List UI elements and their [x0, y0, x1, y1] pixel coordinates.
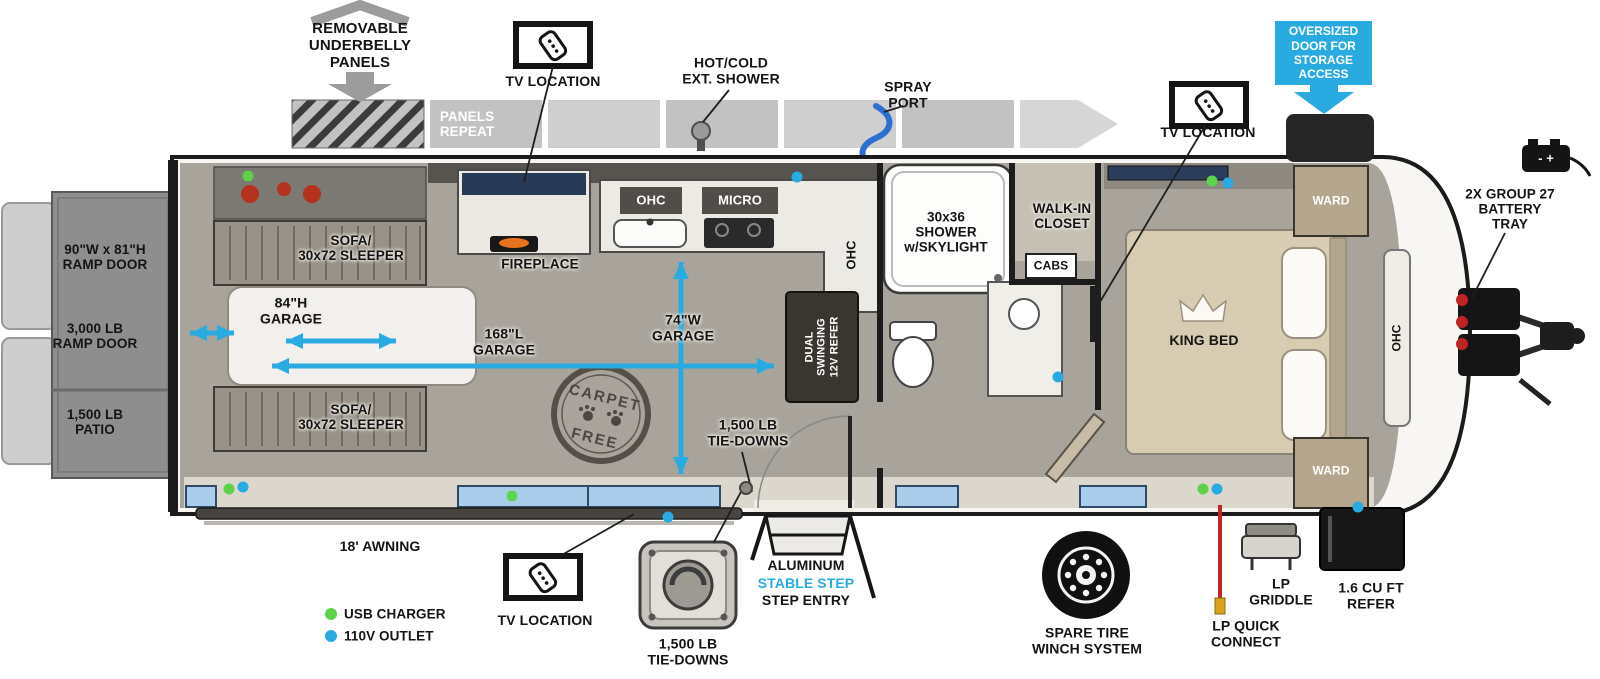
label-sofa-bottom: SOFA/ 30x72 SLEEPER — [298, 401, 404, 432]
label-spray-port: SPRAY PORT — [884, 78, 932, 110]
label-ohc-bed: OHC — [1389, 324, 1404, 352]
usb-legend-dot — [325, 608, 337, 620]
label-tv-location-3: TV LOCATION — [497, 612, 593, 629]
label-shower: 30x36 SHOWER w/SKYLIGHT — [904, 209, 988, 255]
bathroom — [877, 163, 1106, 508]
windows — [185, 485, 1147, 508]
pillow — [1281, 349, 1327, 441]
label-lp-quick-connect: LP QUICK CONNECT — [1211, 617, 1281, 649]
tongue-battery-tray — [1456, 288, 1585, 406]
entry-door — [754, 415, 854, 512]
label-battery-tray: 2X GROUP 27 BATTERY TRAY — [1465, 186, 1555, 232]
label-cabs: CABS — [1033, 258, 1069, 273]
label-garage-height: 84"H GARAGE — [259, 294, 323, 326]
outlet-legend-dot — [325, 630, 337, 642]
oversized-door-callout: OVERSIZED DOOR FOR STORAGE ACCESS — [1275, 21, 1372, 85]
label-sofa-top: SOFA/ 30x72 SLEEPER — [298, 232, 404, 263]
front-storage-box — [1286, 114, 1374, 162]
patio-ramp-door — [1, 191, 175, 479]
wardrobe-bottom — [1293, 437, 1369, 509]
cabs-box — [1025, 253, 1077, 279]
battery-icon — [1522, 139, 1592, 177]
label-micro: MICRO — [718, 192, 762, 208]
label-walk-in-closet: WALK-IN CLOSET — [1032, 200, 1092, 231]
label-step-stable: STABLE STEP — [757, 575, 855, 592]
label-underbelly-panels: REMOVABLE UNDERBELLY PANELS — [308, 19, 412, 71]
toilet — [892, 336, 934, 388]
down-arrow-icon — [328, 72, 392, 102]
bedroom-tv-mount — [1090, 286, 1100, 342]
dimension-arrows — [190, 262, 774, 474]
label-fireplace: FIREPLACE — [501, 256, 579, 272]
label-king-bed: KING BED — [1169, 332, 1239, 349]
leader-lines — [523, 65, 1506, 557]
tv-icon-3 — [503, 553, 583, 601]
label-lp-griddle: LP GRIDDLE — [1249, 575, 1313, 607]
tv-icon-1 — [513, 21, 593, 69]
crown-icon — [1178, 293, 1228, 322]
label-tv-location-2: TV LOCATION — [1160, 124, 1256, 141]
label-tie-downs-floor: 1,500 LB TIE-DOWNS — [707, 416, 789, 448]
label-ohc-side: OHC — [843, 240, 859, 270]
label-step-aluminum: ALUMINUM — [767, 557, 845, 574]
label-usb-charger: USB CHARGER — [344, 606, 446, 622]
steps-icon — [750, 514, 876, 599]
sofa-bottom — [213, 386, 427, 452]
label-ward-bottom: WARD — [1312, 463, 1350, 478]
lp-griddle-icon — [1241, 523, 1301, 570]
ohc-cabinet-bed — [1383, 249, 1411, 427]
label-spare-tire: SPARE TIRE WINCH SYSTEM — [1031, 624, 1143, 656]
microwave-cabinet — [702, 187, 778, 214]
bedroom — [1090, 163, 1411, 509]
label-battery-terminals: - + — [1538, 150, 1554, 166]
outlet-110v-dots — [237, 171, 1364, 642]
label-patio: 1,500 LB PATIO — [66, 406, 124, 437]
tv-icon-2 — [1169, 81, 1249, 129]
label-refer: DUAL SWINGING 12V REFER — [803, 316, 841, 378]
lp-line — [1214, 505, 1226, 615]
label-ohc-kitchen: OHC — [636, 192, 666, 208]
oversized-door-text: OVERSIZED DOOR FOR STORAGE ACCESS — [1288, 24, 1359, 82]
floor-tie-down-plate — [739, 481, 753, 495]
ohc-cabinet — [620, 187, 682, 214]
label-tie-downs-bottom: 1,500 LB TIE-DOWNS — [647, 635, 729, 667]
label-small-refer: 1.6 CU FT REFER — [1338, 579, 1404, 611]
bath-walls — [877, 163, 1101, 508]
chevron-up-icon — [310, 0, 410, 27]
usb-charger-dots — [223, 170, 1218, 620]
spare-tire-icon — [1042, 531, 1130, 619]
oversized-door-arrow-icon — [1294, 84, 1354, 114]
label-garage-length: 168"L GARAGE — [472, 325, 536, 357]
label-tv-location-1: TV LOCATION — [505, 73, 601, 90]
label-ward-top: WARD — [1312, 193, 1350, 208]
wardrobe-top — [1293, 165, 1369, 237]
label-ramp-door-weight: 3,000 LB RAMP DOOR — [52, 320, 138, 351]
underbelly-panels-strip — [291, 99, 1118, 149]
pillow — [1281, 247, 1327, 339]
tie-down-icon — [638, 540, 738, 630]
cooktop — [704, 218, 774, 248]
label-ext-shower: HOT/COLD EXT. SHOWER — [682, 54, 780, 86]
refer-12v — [785, 291, 859, 403]
small-refer-icon — [1319, 507, 1405, 571]
label-panels-repeat: PANELS REPEAT — [439, 108, 495, 139]
label-110v-outlet: 110V OUTLET — [344, 628, 434, 644]
kitchen — [428, 163, 881, 313]
ext-shower-faucet-icon — [691, 121, 711, 151]
label-step-entry: STEP ENTRY — [761, 592, 851, 609]
label-garage-width: 74"W GARAGE — [651, 311, 715, 343]
label-ramp-door-size: 90"W x 81"H RAMP DOOR — [62, 241, 148, 272]
awning-bar — [195, 507, 743, 525]
sofa-top — [213, 220, 427, 286]
sink-bowl — [1008, 298, 1040, 330]
walk-in-closet-floor — [1014, 163, 1098, 261]
label-awning: 18' AWNING — [339, 538, 421, 555]
bedroom-door — [1044, 412, 1106, 484]
